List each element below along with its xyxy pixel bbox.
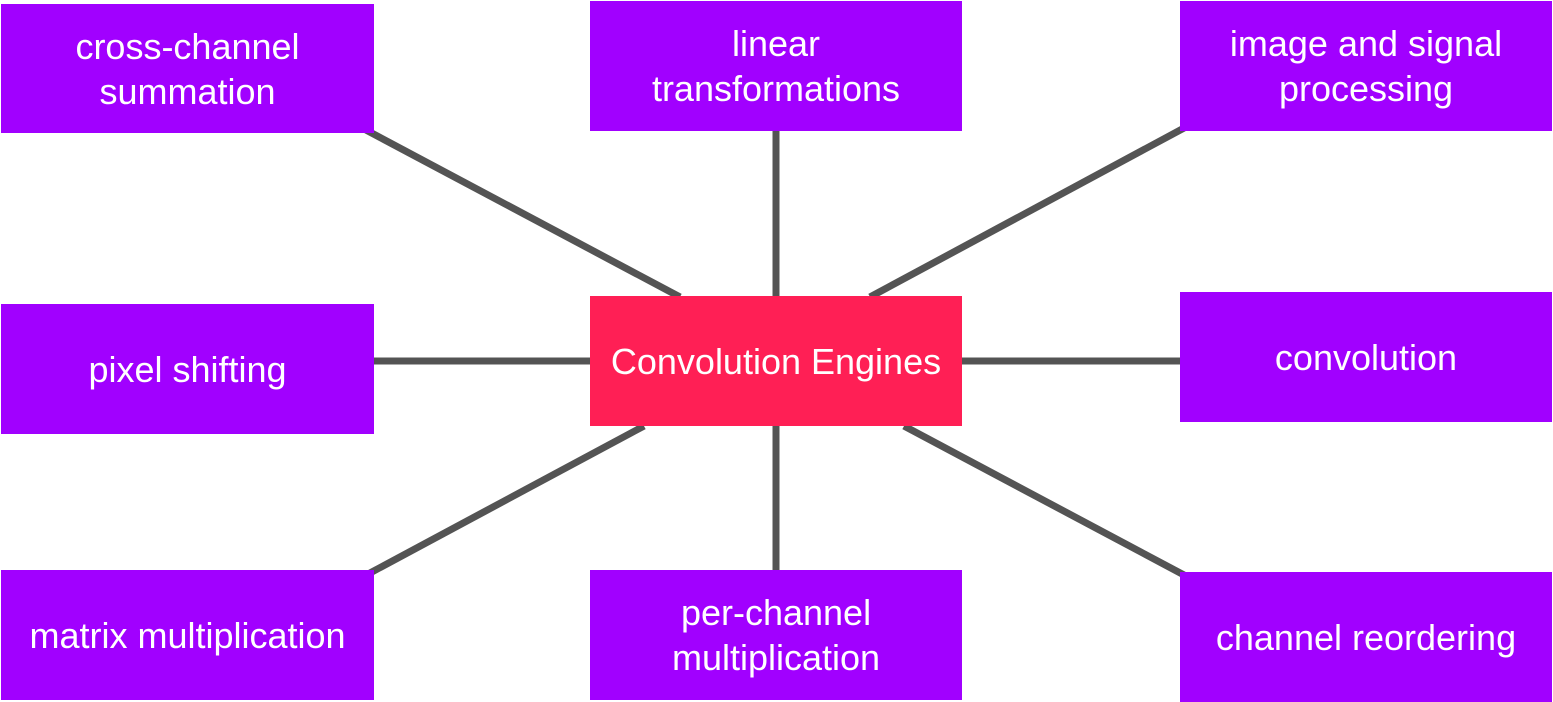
- node-image-and-signal-processing: image and signal processing: [1180, 1, 1552, 131]
- connector-cross: [364, 126, 682, 301]
- node-pixel-shifting: pixel shifting: [1, 304, 374, 434]
- node-label: cross-channel summation: [75, 25, 300, 112]
- node-label: matrix multiplication: [29, 614, 346, 656]
- center-node-convolution-engines: Convolution Engines: [590, 296, 962, 426]
- node-label: channel reordering: [1215, 616, 1517, 658]
- node-linear-transformations: linear transformations: [590, 1, 962, 131]
- connector-matrix: [368, 422, 646, 577]
- center-node-label: Convolution Engines: [610, 340, 942, 382]
- connector-reorder: [902, 422, 1186, 579]
- node-label: convolution: [1274, 336, 1458, 378]
- node-per-channel-multiplication: per-channel multiplication: [590, 570, 962, 700]
- node-matrix-multiplication: matrix multiplication: [1, 570, 374, 700]
- node-label: per-channel multiplication: [671, 592, 881, 678]
- node-cross-channel-summation: cross-channel summation: [1, 4, 374, 133]
- node-label: image and signal processing: [1229, 23, 1503, 109]
- node-label: pixel shifting: [88, 348, 287, 390]
- connector-image: [868, 124, 1186, 301]
- node-convolution: convolution: [1180, 292, 1552, 422]
- node-label: linear transformations: [651, 23, 901, 109]
- node-channel-reordering: channel reordering: [1180, 572, 1552, 702]
